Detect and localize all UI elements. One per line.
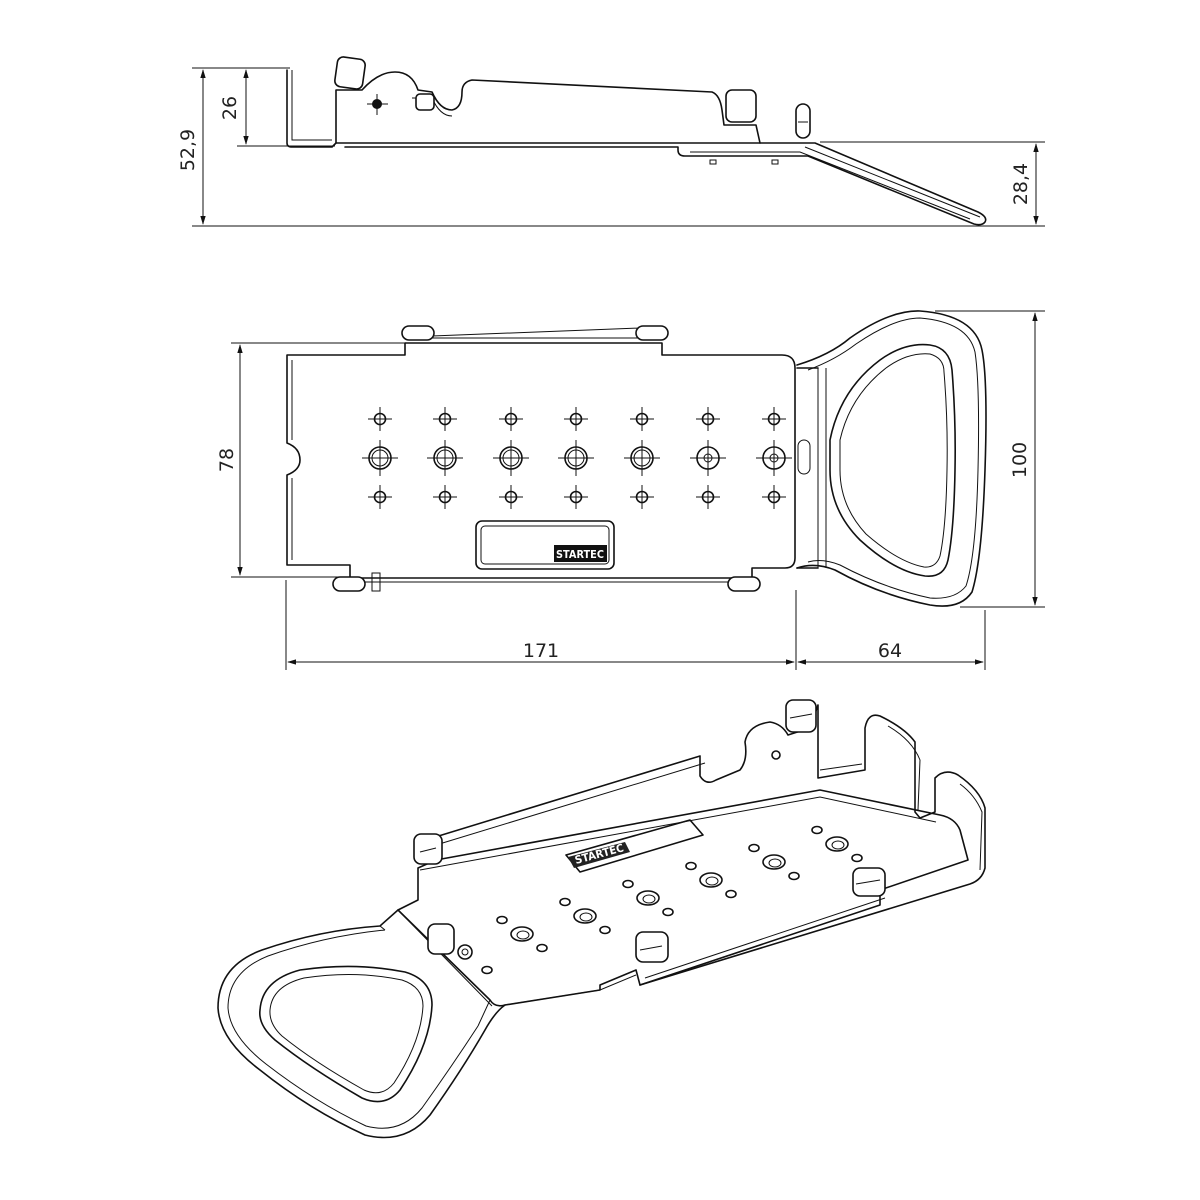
small-hole [499, 407, 523, 431]
dimension-side-handle-drop: 28,4 [820, 141, 1045, 225]
iso-small-hole [559, 897, 571, 907]
dimension-top-lengths: 171 64 [285, 580, 986, 670]
iso-large-hole [762, 854, 786, 870]
top-cap-3 [332, 576, 366, 592]
iso-small-hole [685, 861, 697, 871]
iso-logo-plate: STARTEC [565, 819, 704, 873]
iso-large-hole [699, 872, 723, 888]
iso-small-hole [496, 915, 508, 925]
iso-small-hole [662, 907, 674, 917]
iso-cap-4 [635, 931, 669, 963]
top-plate-length-label: 171 [523, 640, 559, 662]
small-hole [433, 407, 457, 431]
top-plate-outline [286, 342, 796, 579]
small-hole [630, 407, 654, 431]
iso-handle-outline [217, 909, 506, 1139]
iso-small-hole [536, 943, 548, 953]
isometric-view: STARTEC [217, 699, 986, 1139]
small-hole [564, 485, 588, 509]
dimension-top-width: 78 [216, 342, 412, 578]
large-hole [690, 440, 726, 476]
top-handle-outline [796, 310, 987, 607]
iso-small-hole [748, 843, 760, 853]
top-cap-4 [727, 576, 761, 592]
side-cap-middle [725, 89, 757, 123]
small-hole [696, 407, 720, 431]
side-base-plate [286, 69, 987, 226]
top-cap-2 [635, 325, 669, 341]
iso-handle-opening [258, 965, 433, 1103]
top-width-label: 78 [216, 448, 238, 472]
side-view: 52,9 26 28,4 [177, 56, 1045, 227]
iso-wall-hole [771, 750, 781, 760]
iso-large-hole [636, 890, 660, 906]
top-cap-1 [401, 325, 435, 341]
side-wall [335, 71, 761, 144]
iso-small-hole [788, 871, 800, 881]
large-hole [493, 440, 529, 476]
large-hole [624, 440, 660, 476]
iso-large-hole [825, 836, 849, 852]
iso-small-hole [599, 925, 611, 935]
iso-large-hole [573, 908, 597, 924]
iso-back-wall [431, 704, 986, 986]
logo-plate: STARTEC [475, 520, 615, 570]
iso-large-hole [510, 926, 534, 942]
top-handle-width-label: 100 [1009, 442, 1031, 478]
side-upper-height-label: 26 [219, 96, 241, 120]
iso-small-hole [622, 879, 634, 889]
side-screw-mark [367, 94, 388, 115]
iso-cap-3 [427, 923, 455, 955]
iso-small-hole [811, 825, 823, 835]
hole-grid [362, 407, 792, 509]
top-view: 78 100 171 64 [216, 310, 1045, 670]
iso-cap-1 [413, 833, 443, 865]
iso-screw-hole [457, 944, 473, 960]
small-hole [762, 407, 786, 431]
small-hole [499, 485, 523, 509]
small-hole [696, 485, 720, 509]
small-hole [762, 485, 786, 509]
iso-small-hole [851, 853, 863, 863]
iso-small-hole [725, 889, 737, 899]
small-hole [630, 485, 654, 509]
large-hole [558, 440, 594, 476]
side-total-height-label: 52,9 [177, 129, 199, 171]
top-handle-length-label: 64 [878, 640, 902, 662]
dimension-top-handle-width: 100 [935, 310, 1045, 608]
iso-small-hole [481, 965, 493, 975]
dimension-side-total-height: 52,9 [177, 67, 1045, 227]
logo-text-top: STARTEC [556, 548, 604, 561]
small-hole [368, 485, 392, 509]
large-hole [427, 440, 463, 476]
large-hole [362, 440, 398, 476]
top-handle-opening [829, 343, 956, 577]
iso-hole-grid [457, 750, 863, 975]
large-hole [756, 440, 792, 476]
small-hole [368, 407, 392, 431]
side-cap-left [334, 56, 366, 90]
small-hole [433, 485, 457, 509]
dimension-side-upper-height: 26 [219, 69, 335, 147]
small-hole [564, 407, 588, 431]
side-handle-drop-label: 28,4 [1010, 163, 1032, 205]
side-cap-pin [795, 103, 811, 139]
